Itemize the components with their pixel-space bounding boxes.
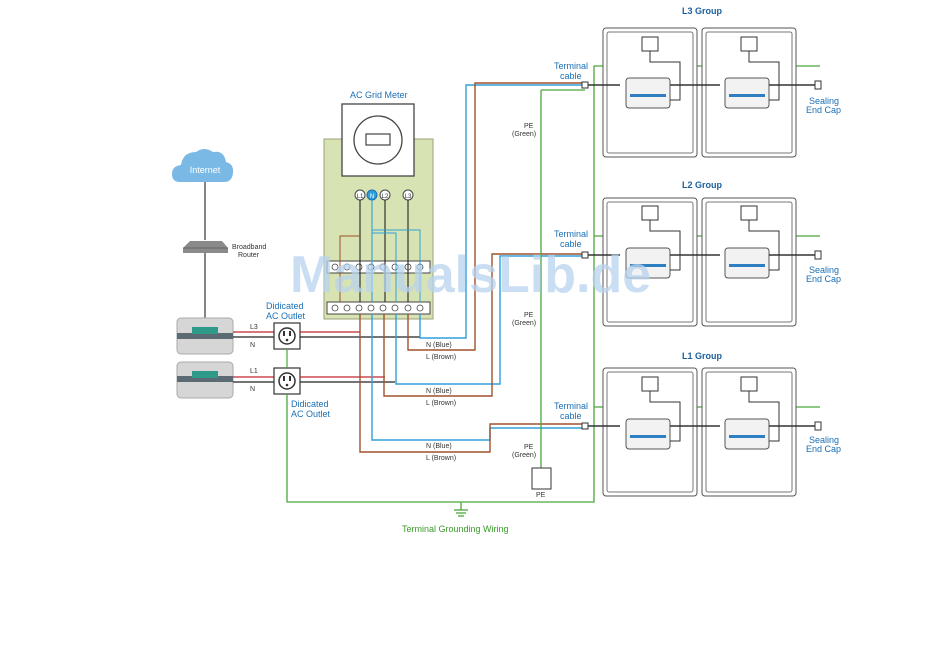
- meter-l3-label: L3: [405, 194, 412, 200]
- pe-label-1: PE: [524, 123, 534, 130]
- terminal-cable-label-3-line2: cable: [560, 411, 582, 421]
- pv-group-l1: [581, 367, 822, 497]
- microinverter-icon: [724, 247, 770, 279]
- sealing-label-1-line2: End Cap: [806, 105, 841, 115]
- meter-n-label: N: [370, 194, 374, 200]
- microinverter-icon: [724, 418, 770, 450]
- pe-green-label-2: (Green): [512, 320, 536, 327]
- ground-symbol-icon: [454, 502, 468, 517]
- sealing-label-1-line1: Sealing: [809, 96, 839, 106]
- sealing-label-2-line2: End Cap: [806, 274, 841, 284]
- gateway-device-bottom: [176, 361, 234, 399]
- gateway-top-n-label: N: [250, 342, 255, 349]
- router-label-line2: Router: [238, 252, 260, 259]
- sealing-label-2-line1: Sealing: [809, 265, 839, 275]
- terminal-cable-label-3-line1: Terminal: [554, 401, 588, 411]
- sealing-end-cap-icon: [814, 80, 822, 90]
- sealing-label-3-line2: End Cap: [806, 444, 841, 454]
- sealing-label-3-line1: Sealing: [809, 435, 839, 445]
- watermark: ManualsLib.de: [290, 246, 651, 304]
- terminal-cable-label-1-line1: Terminal: [554, 61, 588, 71]
- pe-green-label-1: (Green): [512, 131, 536, 138]
- grounding-label: Terminal Grounding Wiring: [402, 524, 509, 534]
- gateway-bottom-l-label: L1: [250, 368, 258, 375]
- ac-grid-meter: L1 N L2 L3: [323, 103, 434, 320]
- pe-box-label: PE: [536, 492, 546, 499]
- n-blue-label-2: N (Blue): [426, 388, 452, 395]
- outlet-bottom-label-line1: Didicated: [291, 399, 329, 409]
- pe-green-label-3: (Green): [512, 452, 536, 459]
- terminal-cable-label-1-line2: cable: [560, 71, 582, 81]
- n-blue-label-3: N (Blue): [426, 443, 452, 450]
- ac-grid-meter-label: AC Grid Meter: [350, 90, 408, 100]
- n-blue-label-1: N (Blue): [426, 342, 452, 349]
- group-l1-label: L1 Group: [682, 351, 723, 361]
- gateway-top-l-label: L3: [250, 324, 258, 331]
- terminal-cable-label-2-line2: cable: [560, 239, 582, 249]
- l-brown-label-2: L (Brown): [426, 400, 456, 407]
- microinverter-icon: [625, 247, 671, 279]
- microinverter-icon: [724, 77, 770, 109]
- ac-outlet-bottom-icon: [273, 367, 301, 395]
- meter-l2-label: L2: [382, 194, 389, 200]
- group-l2-label: L2 Group: [682, 180, 723, 190]
- ac-outlet-top-icon: [273, 322, 301, 350]
- microinverter-icon: [625, 418, 671, 450]
- internet-cloud-icon: Internet: [172, 149, 234, 182]
- l-brown-label-1: L (Brown): [426, 354, 456, 361]
- l-brown-label-3: L (Brown): [426, 455, 456, 462]
- sealing-end-cap-icon: [814, 250, 822, 260]
- router-icon: [183, 241, 228, 253]
- meter-l1-label: L1: [357, 194, 364, 200]
- terminal-cable-label-2-line1: Terminal: [554, 229, 588, 239]
- pe-label-3: PE: [524, 444, 534, 451]
- router-label-line1: Broadband: [232, 244, 266, 251]
- pe-label-2: PE: [524, 312, 534, 319]
- gateway-bottom-n-label: N: [250, 386, 255, 393]
- pv-group-l2: [581, 197, 822, 327]
- microinverter-icon: [625, 77, 671, 109]
- group-l3-label: L3 Group: [682, 6, 723, 16]
- pe-box: [531, 467, 552, 490]
- internet-label: Internet: [190, 165, 221, 175]
- outlet-bottom-label-line2: AC Outlet: [291, 409, 331, 419]
- outlet-top-label-line1: Didicated: [266, 301, 304, 311]
- gateway-device-top: [176, 317, 234, 355]
- outlet-top-label-line2: AC Outlet: [266, 311, 306, 321]
- pv-group-l3: [581, 27, 822, 158]
- sealing-end-cap-icon: [814, 421, 822, 431]
